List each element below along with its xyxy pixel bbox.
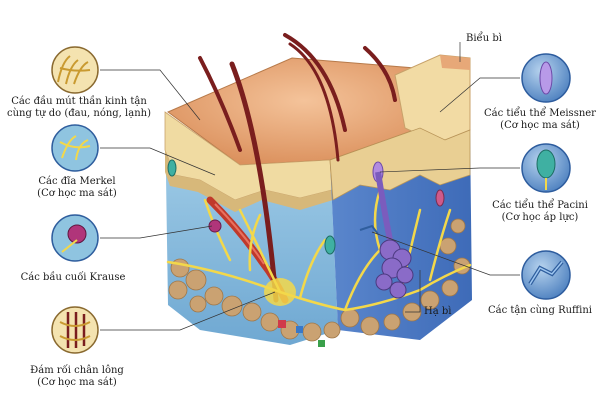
callout-pacini [521, 143, 571, 193]
callout-meissner [521, 53, 571, 103]
hair-shafts [198, 33, 397, 303]
label-krause: Các bầu cuối Krause [20, 272, 126, 283]
label-hair-plexus: Đám rối chân lông (Cơ học ma sát) [30, 365, 124, 388]
sweat-gland [375, 171, 414, 299]
label-epidermis: Biểu bì [466, 33, 502, 44]
callout-merkel [51, 124, 99, 172]
callout-ruffini [521, 250, 571, 300]
label-hypodermis: Hạ bì [424, 306, 452, 317]
label-ruffini: Các tận cùng Ruffini [488, 305, 592, 316]
label-free-nerve-endings: Các đầu mút thần kinh tận cùng tự do (đa… [7, 96, 151, 119]
fat-lobules [168, 218, 471, 342]
label-meissner: Các tiểu thể Meissner (Cơ học ma sát) [484, 108, 596, 131]
callout-free-nerve-endings [51, 46, 99, 94]
leader-lines [100, 42, 520, 331]
callout-hair-plexus [51, 306, 99, 354]
callout-krause [51, 214, 99, 262]
label-pacini: Các tiểu thể Pacini (Cơ học áp lực) [492, 200, 588, 223]
label-merkel: Các đĩa Merkel (Cơ học ma sát) [37, 176, 117, 199]
